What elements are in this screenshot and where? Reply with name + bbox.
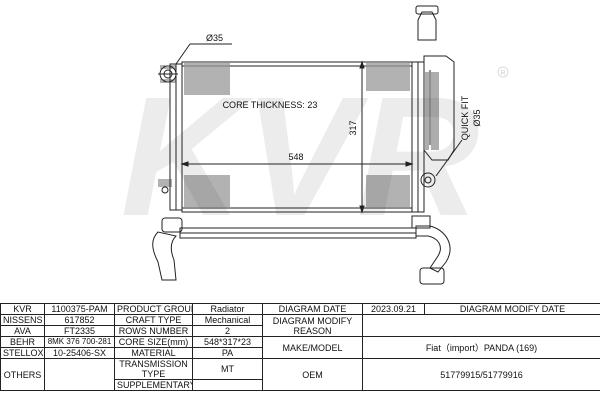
ava-label: AVA — [0, 325, 45, 337]
quick-fit-label: QUICK FIT — [460, 95, 470, 140]
supplementary-label: SUPPLEMENTARY — [114, 379, 193, 391]
table-row: STELLOX 10-25406-SX MATERIAL PA — [0, 347, 600, 359]
ava-value: FT2335 — [44, 325, 115, 337]
kvr-watermark: KVR — [121, 62, 480, 252]
stellox-label: STELLOX — [0, 347, 45, 359]
height-dimension: 317 — [348, 120, 358, 135]
table-row: AVA FT2335 ROWS NUMBER 2 — [0, 325, 600, 337]
product-group-label: PRODUCT GROUP — [114, 303, 193, 315]
material-label: MATERIAL — [114, 347, 193, 359]
nissens-label: NISSENS — [0, 314, 45, 326]
others-label: OTHERS — [0, 358, 45, 391]
diagram-modify-reason-label: DIAGRAM MODIFY REASON — [262, 314, 363, 337]
diagram-modify-reason-value — [362, 314, 600, 337]
quick-fit-circle — [420, 172, 436, 188]
rows-number-value: 2 — [192, 325, 263, 337]
table-row: KVR 1100375-PAM PRODUCT GROUP Radiator D… — [0, 303, 600, 315]
pipe-diameter-dimension: Ø35 — [206, 33, 223, 43]
diagram-date-label: DIAGRAM DATE — [262, 303, 363, 315]
behr-label: BEHR — [0, 336, 45, 348]
others-value — [44, 358, 115, 391]
rows-number-label: ROWS NUMBER — [114, 325, 193, 337]
diagram-modify-date-label: DIAGRAM MODIFY DATE — [424, 303, 600, 315]
transmission-type-value: MT — [192, 358, 263, 380]
core-thickness-label: CORE THICKNESS: 23 — [223, 100, 318, 110]
supplementary-value — [192, 379, 263, 391]
specification-table: KVR 1100375-PAM PRODUCT GROUP Radiator D… — [0, 303, 600, 391]
registered-mark-icon — [497, 66, 509, 78]
quick-fit-diameter: Ø35 — [472, 109, 482, 126]
core-size-value: 548*317*23 — [192, 336, 263, 348]
registered-mark: R — [500, 70, 505, 77]
core-size-label: CORE SIZE(mm) — [114, 336, 193, 348]
table-row: SUPPLEMENTARY — [1, 379, 600, 391]
craft-type-value: Mechanical — [192, 314, 263, 326]
radiator-technical-drawing: KVR R — [121, 5, 509, 285]
make-model-label: MAKE/MODEL — [262, 336, 363, 359]
nissens-value: 617852 — [44, 314, 115, 326]
product-group-value: Radiator — [192, 303, 263, 315]
make-model-value: Fiat（import）PANDA (169) — [362, 336, 600, 359]
oem-value: 51779915/51779916 — [362, 358, 600, 391]
bottom-view-left-pipe — [152, 231, 177, 281]
oem-label: OEM — [262, 358, 363, 391]
outlet-pipe-circle — [161, 186, 169, 194]
behr-value: 8MK 376 700-281 — [44, 336, 115, 348]
material-value: PA — [192, 347, 263, 359]
diagram-date-value: 2023.09.21 — [362, 303, 425, 315]
kvr-label: KVR — [0, 303, 45, 315]
filler-cap — [415, 5, 439, 15]
filler-neck — [417, 11, 437, 41]
width-dimension: 548 — [288, 152, 303, 162]
table-row: NISSENS 617852 CRAFT TYPE Mechanical DIA… — [0, 314, 600, 337]
kvr-value: 1100375-PAM — [44, 303, 115, 315]
stellox-value: 10-25406-SX — [44, 347, 115, 359]
transmission-type-label: TRANSMISSION TYPE — [114, 358, 193, 380]
table-row: BEHR 8MK 376 700-281 CORE SIZE(mm) 548*3… — [0, 336, 600, 359]
craft-type-label: CRAFT TYPE — [114, 314, 193, 326]
